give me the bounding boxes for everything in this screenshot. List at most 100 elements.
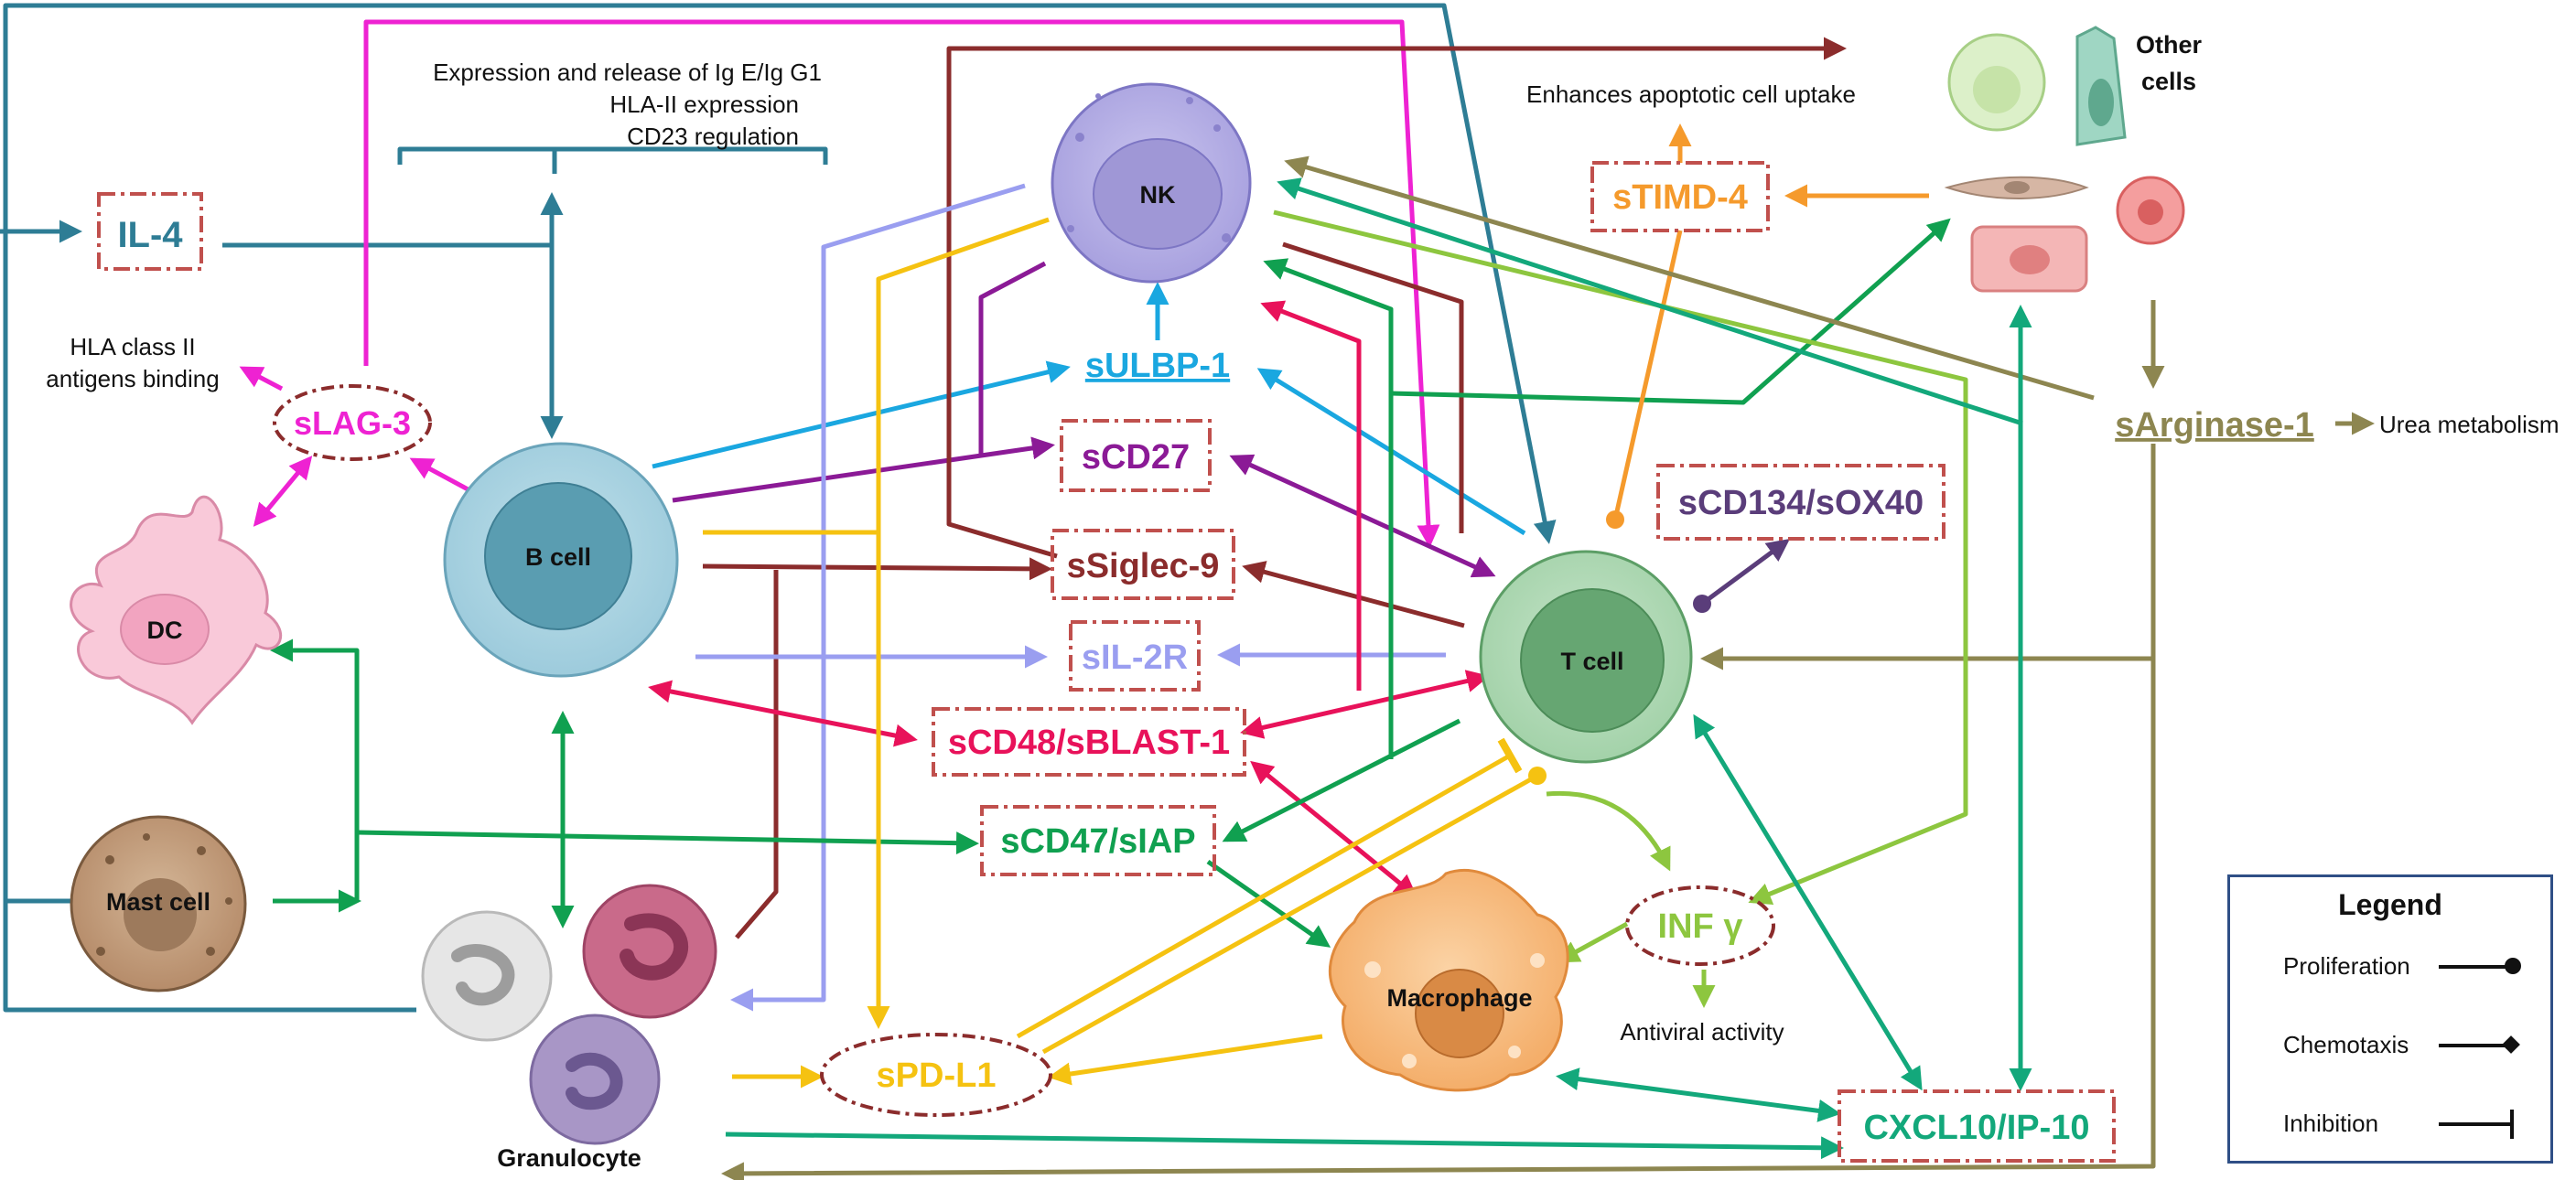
il4-outer-loop [3, 3, 1557, 1013]
cxcl10-label: CXCL10/IP-10 [1863, 1109, 2089, 1147]
slag3-dc [253, 456, 313, 527]
chemotaxis-diamond-icon [2502, 1035, 2520, 1054]
il4-label: IL-4 [117, 215, 183, 255]
granulocyte-cells: Granulocyte [421, 884, 717, 1172]
note-apoptotic: Enhances apoptotic cell uptake [1526, 80, 1856, 108]
mast-cell: Mast cell [70, 815, 247, 992]
molecule-labels: IL-4 sLAG-3 sULBP-1 sCD27 sSiglec-9 sIL-… [117, 178, 2313, 1147]
b-cell: B cell [443, 442, 679, 678]
slag3-to-hla [239, 366, 284, 392]
sarginase1-label: sArginase-1 [2115, 406, 2314, 445]
spdl1-label: sPD-L1 [877, 1057, 997, 1095]
infg-to-macrophage [1556, 921, 1629, 963]
granulocyte-label: Granulocyte [497, 1144, 641, 1172]
sil2r-box [1069, 620, 1201, 692]
tcell-to-infg [1546, 790, 1671, 872]
legend-inhibition-label: Inhibition [2283, 1110, 2379, 1137]
inhibition-bar-icon [2510, 1110, 2514, 1139]
granulocyte-to-ssiglec9 [735, 570, 779, 939]
tcell-to-scd134 [1693, 539, 1791, 613]
tcell-label: T cell [1560, 648, 1623, 675]
scd27-tcell [1229, 454, 1496, 578]
note-expression-3: CD23 regulation [627, 123, 799, 150]
tcell-cxcl10 [1693, 713, 1923, 1091]
note-hla-1: HLA class II [70, 333, 195, 360]
connections [0, 3, 2375, 1180]
macrophage-cell: Macrophage [1328, 868, 1569, 1092]
note-urea: Urea metabolism [2379, 411, 2560, 438]
molecule-ellipses [273, 384, 1775, 1117]
sarginase1-to-granulocyte [721, 659, 2156, 1180]
tcell-to-scd47 [1222, 718, 1461, 842]
legend-title: Legend [2338, 888, 2442, 921]
legend: Legend Proliferation Chemotaxis Inhibiti… [2227, 874, 2553, 1164]
other-cells-line2: cells [2141, 68, 2196, 95]
cxcl10-box [1838, 1089, 2116, 1163]
scd47-label: sCD47/sIAP [1000, 822, 1195, 861]
legend-inhibition-line [2439, 1122, 2512, 1126]
macrophage-label: Macrophage [1386, 984, 1532, 1012]
scd27-box [1060, 419, 1212, 492]
spdl1-ellipse [820, 1033, 1052, 1117]
mastcell-label: Mast cell [106, 888, 210, 916]
legend-chemotaxis-label: Chemotaxis [2283, 1031, 2409, 1058]
spdl1-prolif-tcell [1041, 767, 1547, 1055]
legend-proliferation-label: Proliferation [2283, 952, 2410, 980]
bcell-to-sulbp1 [652, 360, 1071, 469]
note-expression-2: HLA-II expression [609, 91, 799, 118]
bcell-to-scd27 [672, 436, 1055, 503]
granulocyte-to-cxcl10 [725, 1132, 1844, 1160]
stimd4-label: sTIMD-4 [1612, 178, 1748, 217]
note-expression-1: Expression and release of Ig E/Ig G1 [433, 59, 822, 86]
legend-chemotaxis-line [2439, 1044, 2512, 1047]
nk-to-scd27 [978, 261, 1047, 455]
scd134-box [1656, 464, 1945, 541]
scd48-macrophage [1250, 760, 1417, 898]
infg-label: INF γ [1658, 907, 1743, 946]
infg-ellipse [1625, 885, 1775, 966]
nk-to-granulocyte-lav [730, 183, 1026, 1012]
il4-box [97, 192, 203, 271]
note-hla-2: antigens binding [46, 365, 219, 392]
mastcell-to-scd47 [356, 830, 979, 855]
tcell-to-othercells-green [1390, 218, 1951, 405]
ssiglec9-label: sSiglec-9 [1067, 547, 1220, 585]
scd48-label: sCD48/sBLAST-1 [948, 724, 1230, 762]
stimd4-box [1590, 161, 1770, 232]
scd48-to-nk [1260, 300, 1362, 691]
macrophage-to-spdl1 [1048, 1034, 1323, 1086]
scd27-label: sCD27 [1082, 438, 1190, 477]
dendritic-cell: DC [70, 495, 283, 725]
other-cells: Other cells [1944, 26, 2202, 293]
scd47-box [980, 805, 1216, 876]
slag3-ellipse [273, 384, 432, 461]
sil2r-label: sIL-2R [1082, 638, 1188, 677]
bcell-scd48 [648, 680, 918, 747]
sarginase1-to-nk [1284, 156, 2095, 401]
ssiglec9-loop-to-other [946, 37, 1847, 559]
legend-proliferation-line [2439, 965, 2512, 969]
t-cell: T cell [1479, 550, 1693, 764]
note-antiviral: Antiviral activity [1620, 1018, 1784, 1046]
bcell-to-ssiglec9 [702, 557, 1052, 581]
bcell-label: B cell [525, 543, 591, 571]
proliferation-dot-icon [2505, 958, 2521, 974]
scd48-tcell [1240, 670, 1490, 739]
macrophage-cxcl10 [1556, 1067, 1841, 1122]
scd48-box [932, 707, 1246, 777]
slag3-label: sLAG-3 [294, 404, 411, 442]
dc-label: DC [147, 617, 183, 644]
tcell-to-ssiglec9 [1242, 561, 1465, 628]
bcell-to-slag3 [409, 457, 473, 494]
scd47-to-macrophage [1206, 859, 1331, 948]
slag3-to-tcell [363, 19, 1440, 548]
nk-to-tcell-brown [1282, 241, 1464, 533]
spdl1-inhibits-tcell [1016, 737, 1523, 1039]
nk-cell: NK [1051, 82, 1252, 284]
cxcl10-to-nk-line [1277, 177, 2023, 426]
mast-dc-bracket [273, 650, 357, 901]
notes: Expression and release of Ig E/Ig G1 HLA… [46, 59, 2559, 1046]
expression-bracket [397, 146, 828, 174]
nk-to-spdl1 [867, 217, 1050, 1029]
